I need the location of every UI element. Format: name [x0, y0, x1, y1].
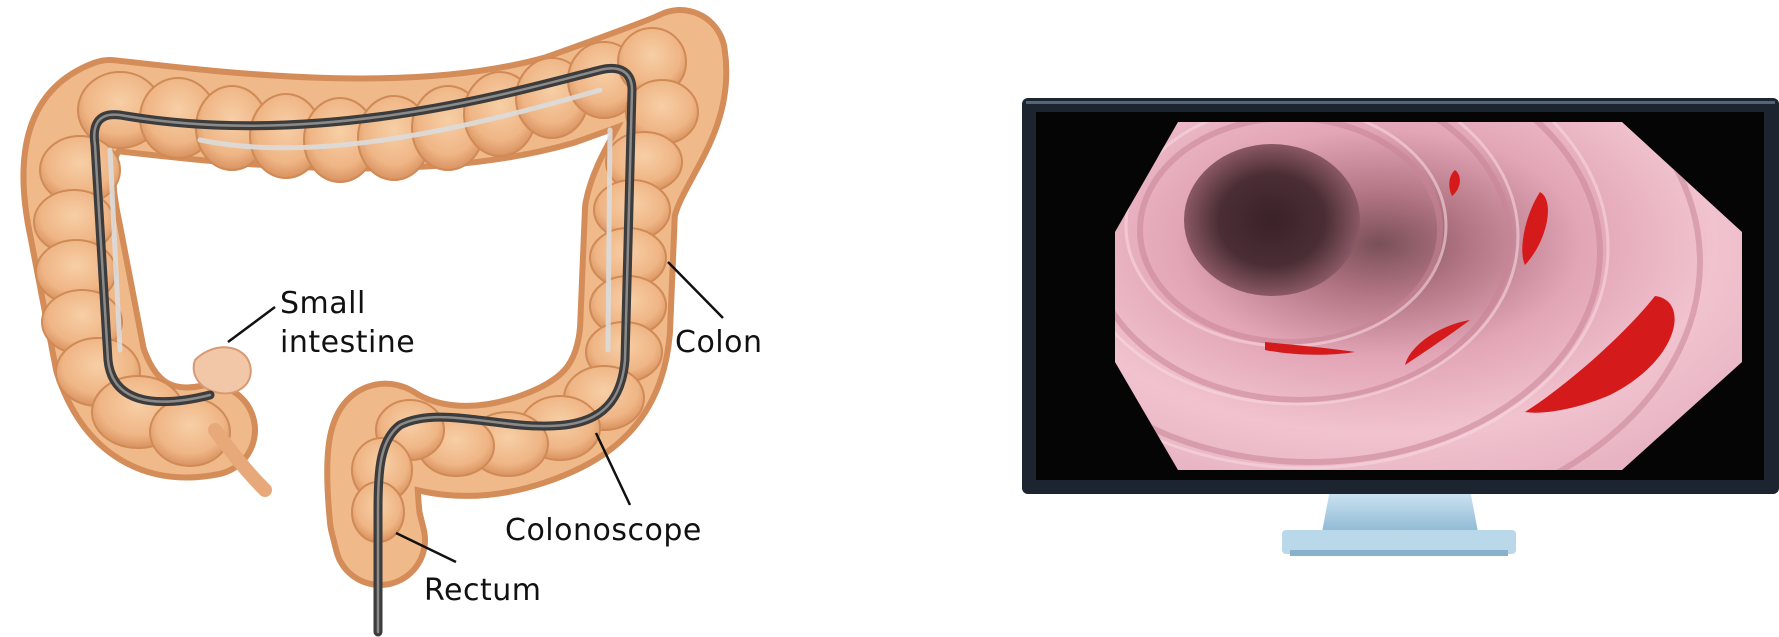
colon-leader [668, 262, 723, 318]
monitor [940, 0, 1779, 556]
lumen [1184, 144, 1360, 296]
label-colon: Colon [675, 325, 763, 360]
colon [34, 28, 698, 542]
monitor-stand [1282, 490, 1516, 556]
small-intestine-leader [228, 307, 275, 342]
label-colonoscope: Colonoscope [505, 513, 702, 548]
colon-diagram: Small intestine Colon Colonoscope Rectum [34, 28, 763, 632]
label-small-intestine-line2: intestine [280, 325, 415, 360]
label-small-intestine-line1: Small [280, 286, 366, 321]
label-rectum: Rectum [424, 573, 541, 608]
